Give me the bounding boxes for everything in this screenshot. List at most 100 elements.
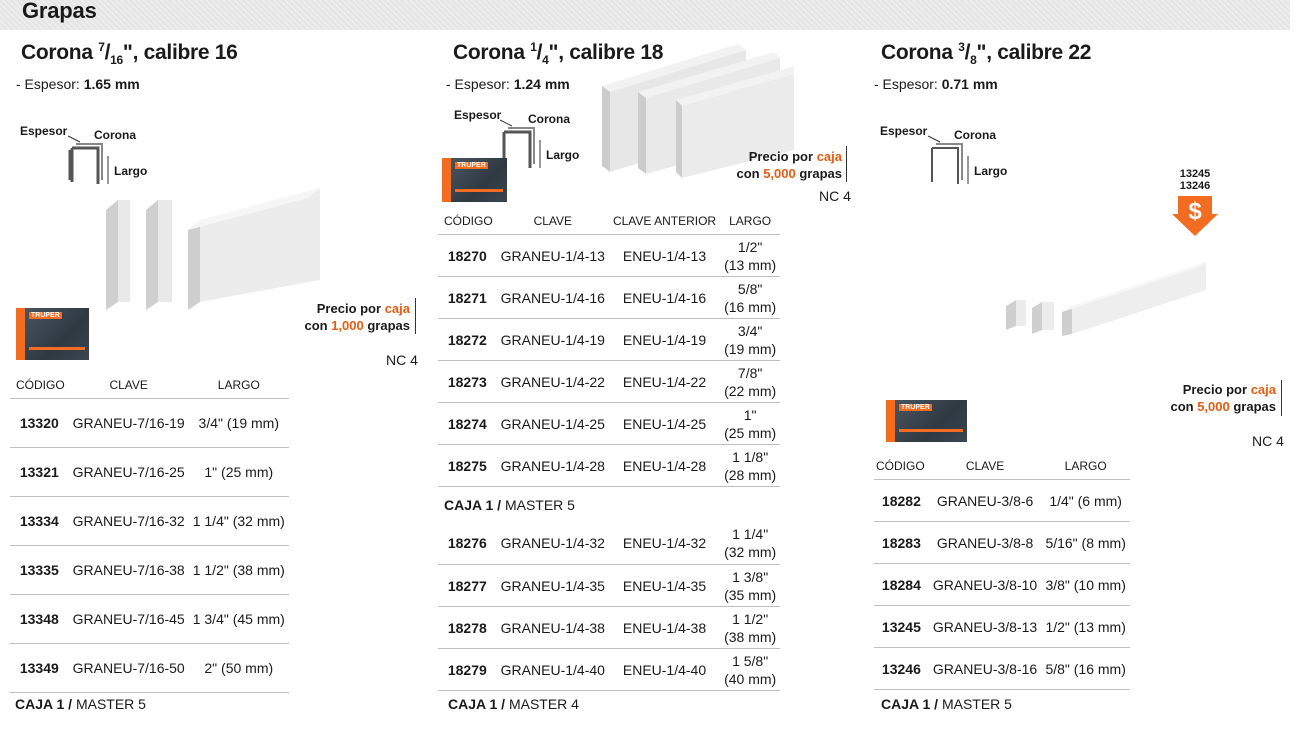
table-row: 13245 GRANEU-3/8-13 1/2" (13 mm) bbox=[874, 605, 1130, 648]
title-fraction-den: 4 bbox=[542, 53, 549, 68]
price-text: con bbox=[736, 166, 764, 181]
column-title: Corona 1/4", calibre 18 bbox=[453, 40, 664, 68]
product-code: 18276 bbox=[438, 522, 497, 565]
product-length: 1 1/4"(32 mm) bbox=[720, 522, 781, 565]
product-length: 3/8" (10 mm) bbox=[1041, 563, 1130, 606]
table-row: 18284 GRANEU-3/8-10 3/8" (10 mm) bbox=[874, 563, 1130, 606]
product-code: 13348 bbox=[10, 594, 69, 644]
thickness-spec: - Espesor: 1.65 mm bbox=[16, 76, 140, 92]
product-key: GRANEU-7/16-38 bbox=[68, 545, 189, 595]
column-header: LARGO bbox=[1041, 453, 1130, 480]
product-code: 18278 bbox=[438, 606, 497, 649]
table-row: 13349 GRANEU-7/16-50 2" (50 mm) bbox=[10, 643, 289, 693]
product-length: 1 1/2"(38 mm) bbox=[720, 606, 781, 649]
packaging-row: CAJA 1 / MASTER 5 bbox=[438, 487, 780, 523]
length-inches: 1 5/8" bbox=[732, 652, 769, 669]
column-header: CLAVE bbox=[496, 208, 609, 235]
title-fraction-num: 1 bbox=[530, 40, 537, 54]
product-length: 3/4"(19 mm) bbox=[720, 318, 781, 361]
product-code: 18284 bbox=[874, 563, 929, 606]
product-key: GRANEU-1/4-28 bbox=[496, 444, 609, 487]
product-old-key: ENEU-1/4-25 bbox=[608, 402, 721, 445]
title-fraction-den: 16 bbox=[110, 53, 123, 68]
staple-outline-icon bbox=[67, 135, 109, 184]
diagram-largo-label: Largo bbox=[546, 148, 580, 162]
caja-bold: CAJA 1 / bbox=[881, 696, 939, 712]
product-key: GRANEU-1/4-13 bbox=[496, 234, 609, 277]
product-length: 1 1/2" (38 mm) bbox=[188, 545, 289, 595]
table-row: 13334 GRANEU-7/16-32 1 1/4" (32 mm) bbox=[10, 496, 289, 546]
packaging-note: CAJA 1 / MASTER 5 bbox=[438, 487, 780, 523]
product-old-key: ENEU-1/4-40 bbox=[608, 648, 721, 691]
column-title: Corona 3/8", calibre 22 bbox=[881, 40, 1092, 68]
price-note: Precio por caja con 5,000 grapas bbox=[722, 148, 842, 182]
product-key: GRANEU-3/8-16 bbox=[928, 647, 1042, 690]
length-inches: 3/4" bbox=[737, 322, 763, 339]
product-key: GRANEU-1/4-22 bbox=[496, 360, 609, 403]
product-length: 1"(25 mm) bbox=[720, 402, 781, 445]
product-old-key: ENEU-1/4-35 bbox=[608, 564, 721, 607]
diagram-corona-label: Corona bbox=[954, 128, 996, 142]
product-key: GRANEU-1/4-38 bbox=[496, 606, 609, 649]
caja-rest: MASTER 5 bbox=[938, 696, 1012, 712]
product-old-key: ENEU-1/4-16 bbox=[608, 276, 721, 319]
column-header: LARGO bbox=[188, 372, 289, 399]
column-header: LARGO bbox=[720, 208, 781, 235]
page-title: Grapas bbox=[22, 0, 97, 23]
product-length: 5/16" (8 mm) bbox=[1041, 521, 1130, 564]
product-length: 5/8"(16 mm) bbox=[720, 276, 781, 319]
product-code: 18271 bbox=[438, 276, 497, 319]
price-highlight: caja bbox=[1250, 382, 1276, 397]
diagram-espesor-label: Espesor bbox=[880, 124, 928, 138]
product-code: 13246 bbox=[874, 647, 929, 690]
product-length: 1" (25 mm) bbox=[188, 447, 289, 497]
nc-label: NC 4 bbox=[819, 188, 851, 204]
highlight-code: 13246 bbox=[1179, 180, 1211, 192]
price-quantity: 5,000 bbox=[1197, 399, 1230, 414]
column-title: Corona 7/16", calibre 16 bbox=[21, 40, 238, 68]
product-key: GRANEU-7/16-25 bbox=[68, 447, 189, 497]
thickness-label: - Espesor: bbox=[874, 76, 942, 92]
product-length: 3/4" (19 mm) bbox=[188, 398, 289, 448]
caja-bold: CAJA 1 / bbox=[448, 696, 506, 712]
product-length: 2" (50 mm) bbox=[188, 643, 289, 693]
product-length: 1 5/8"(40 mm) bbox=[720, 648, 781, 691]
product-key: GRANEU-1/4-25 bbox=[496, 402, 609, 445]
dollar-symbol: $ bbox=[1188, 198, 1202, 225]
table-row: 18273 GRANEU-1/4-22 ENEU-1/4-22 7/8"(22 … bbox=[438, 360, 781, 403]
product-old-key: ENEU-1/4-28 bbox=[608, 444, 721, 487]
packaging-note: CAJA 1 / MASTER 4 bbox=[448, 696, 579, 712]
product-key: GRANEU-3/8-6 bbox=[928, 479, 1042, 522]
product-code: 13245 bbox=[874, 605, 929, 648]
product-code: 18279 bbox=[438, 648, 497, 691]
price-text: grapas bbox=[1229, 399, 1276, 414]
price-text: Precio por bbox=[316, 301, 385, 316]
product-length: 1 3/4" (45 mm) bbox=[188, 594, 289, 644]
product-old-key: ENEU-1/4-38 bbox=[608, 606, 721, 649]
title-fraction-den: 8 bbox=[970, 53, 977, 68]
product-length: 5/8" (16 mm) bbox=[1041, 647, 1130, 690]
thickness-value: 0.71 mm bbox=[941, 76, 998, 92]
product-old-key: ENEU-1/4-13 bbox=[608, 234, 721, 277]
product-length: 1/2" (13 mm) bbox=[1041, 605, 1130, 648]
price-line-2: con 5,000 grapas bbox=[722, 165, 842, 182]
price-text: Precio por bbox=[748, 149, 817, 164]
section-header-bar: Grapas bbox=[0, 0, 1290, 30]
column-header: CÓDIGO bbox=[874, 453, 929, 480]
title-suffix: ", calibre 18 bbox=[548, 41, 664, 64]
price-text: con bbox=[304, 318, 332, 333]
caja-rest: MASTER 5 bbox=[501, 496, 575, 513]
product-code: 18272 bbox=[438, 318, 497, 361]
nc-label: NC 4 bbox=[386, 352, 418, 368]
length-inches: 1 1/2" bbox=[732, 610, 769, 627]
table-header-row: CÓDIGO CLAVE LARGO bbox=[874, 453, 1130, 480]
product-table: CÓDIGO CLAVE LARGO 18282 GRANEU-3/8-6 1/… bbox=[874, 453, 1130, 690]
price-text: grapas bbox=[795, 166, 842, 181]
nc-label: NC 4 bbox=[1252, 433, 1284, 449]
diagram-espesor-label: Espesor bbox=[20, 124, 68, 138]
product-length: 1 3/8"(35 mm) bbox=[720, 564, 781, 607]
product-code: 13349 bbox=[10, 643, 69, 693]
caja-bold: CAJA 1 / bbox=[444, 496, 502, 513]
packaging-note: CAJA 1 / MASTER 5 bbox=[881, 696, 1012, 712]
length-mm: (25 mm) bbox=[724, 424, 777, 441]
